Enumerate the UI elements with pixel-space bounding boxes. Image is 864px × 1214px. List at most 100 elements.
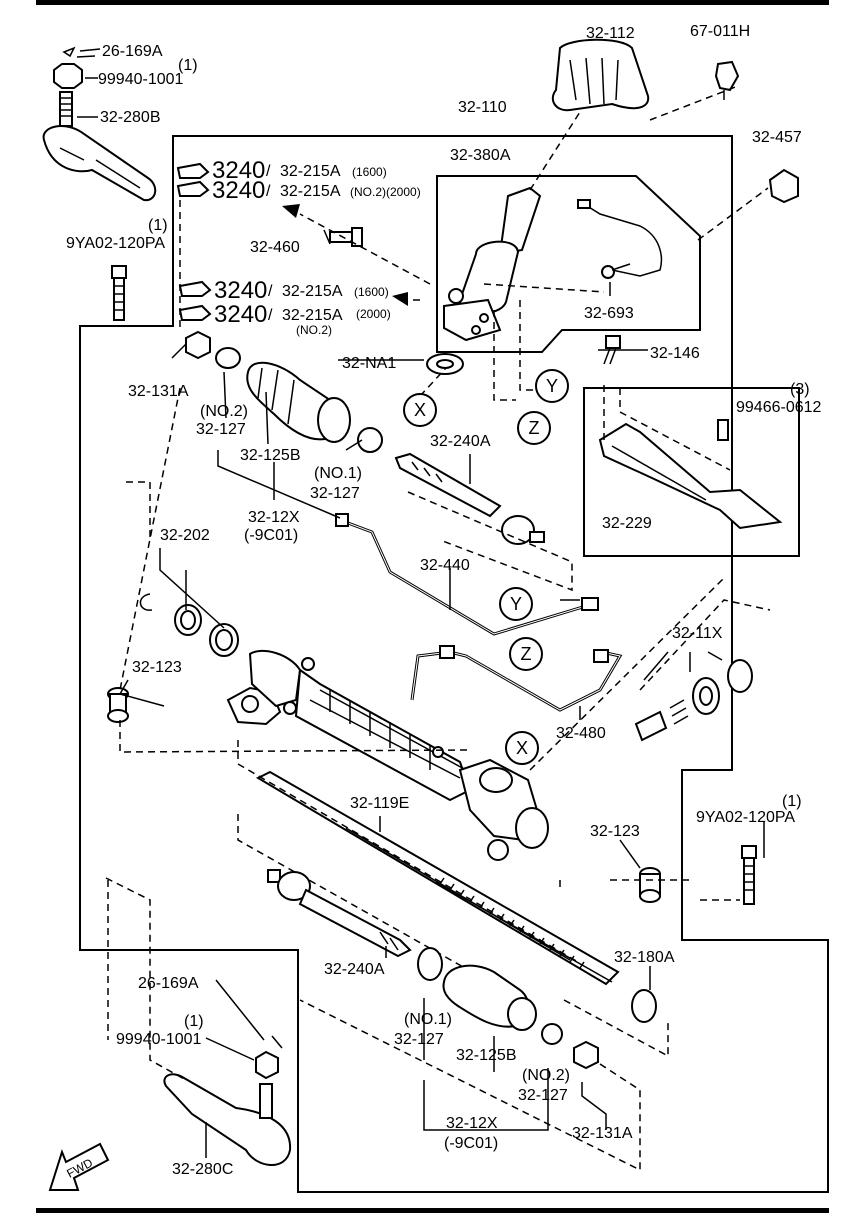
- pipe-fitting: [439, 645, 455, 659]
- callout-x-mid: [505, 731, 539, 765]
- rack-32-119e: [255, 770, 620, 986]
- bracket-32-457: [768, 168, 799, 204]
- label: 32-240A: [324, 961, 385, 978]
- dash-link: [407, 491, 573, 592]
- label: (NO.1): [404, 1011, 452, 1028]
- dash-link: [419, 367, 731, 471]
- label: 32-127: [310, 485, 360, 502]
- label: 32-119E: [350, 795, 409, 812]
- clamp-no2-bot: [541, 1023, 563, 1045]
- label: 32-280B: [100, 109, 161, 126]
- label: (NO.2): [200, 403, 248, 420]
- insulator-frame: [583, 387, 800, 557]
- label: 99940-1001: [116, 1031, 202, 1048]
- bolt-right: [741, 845, 757, 905]
- dash-link: [237, 740, 579, 991]
- pipe-fitting: [593, 649, 609, 663]
- label: 32-229: [602, 515, 652, 532]
- dash-link: [639, 599, 771, 691]
- label: 32-112: [586, 25, 635, 42]
- label: 32-180A: [614, 949, 675, 966]
- label: 9YA02-120PA: [66, 235, 165, 252]
- ref-note: (2000): [356, 307, 391, 321]
- callout-z-top: [517, 411, 551, 445]
- clip-67-011h: [714, 60, 740, 100]
- insulator-32-229: [598, 419, 783, 530]
- assembly-frame: [79, 135, 829, 1193]
- tie-rod-bottom: [267, 869, 412, 958]
- nut-bottom: [573, 1040, 599, 1070]
- label: 32-11X: [672, 625, 723, 642]
- leader: [77, 77, 98, 118]
- bushing-32-202: [139, 593, 239, 657]
- label: 32-123: [590, 823, 640, 840]
- callout-y-mid-label: Y: [510, 594, 522, 614]
- label: 99940-1001: [98, 71, 184, 88]
- label: 32-127: [518, 1087, 568, 1104]
- callout-x-top-label: X: [414, 400, 426, 420]
- bolt-32-460: [323, 227, 363, 247]
- label: 32-693: [584, 305, 634, 322]
- label: 32-480: [556, 725, 606, 742]
- dash-link: [529, 575, 740, 901]
- label: 32-12X: [248, 509, 300, 526]
- control-valve: [443, 186, 663, 342]
- seal-inner: [436, 359, 454, 369]
- label: 32-460: [250, 239, 300, 256]
- callout-x-mid-label: X: [516, 738, 528, 758]
- label: 32-123: [132, 659, 182, 676]
- svg-text:/: /: [268, 283, 273, 300]
- label: (NO.2): [522, 1067, 570, 1084]
- label: 32-440: [420, 557, 470, 574]
- label: 32-110: [458, 99, 507, 116]
- boot-top: [246, 361, 351, 443]
- valve-subframe: [436, 175, 701, 353]
- label: 32-202: [160, 527, 210, 544]
- pipe-fitting: [581, 597, 599, 611]
- label: 9YA02-120PA: [696, 809, 795, 826]
- ref-note-2: (NO.2): [296, 323, 332, 337]
- bush-right: [639, 867, 661, 903]
- label: 32-131A: [128, 383, 189, 400]
- dash-link: [529, 85, 769, 241]
- callout-y-top-label: Y: [546, 376, 558, 396]
- label: 99466-0612: [736, 399, 822, 416]
- bush-left: [107, 687, 129, 723]
- ref-note: (1600): [354, 285, 389, 299]
- label: (NO.1): [314, 465, 362, 482]
- ref-part: 32-215A: [280, 183, 341, 200]
- ref-part: 32-215A: [280, 163, 341, 180]
- leaders: [118, 282, 648, 707]
- tie-rod-top: [394, 452, 545, 545]
- clamp-no1-bot: [417, 947, 443, 981]
- label: 32-240A: [430, 433, 491, 450]
- label: (1): [782, 793, 802, 810]
- ref-note: (1600): [352, 165, 387, 179]
- dash-link: [126, 481, 151, 540]
- clamp-no2-top: [215, 347, 241, 369]
- gear-housing: [226, 649, 549, 861]
- ref-num: 3240: [214, 277, 267, 304]
- callout-x-top: [403, 393, 437, 427]
- label: 32-457: [752, 129, 802, 146]
- ref-num: 3240: [214, 301, 267, 328]
- dash-link: [483, 283, 605, 401]
- bottom-rule: [36, 1208, 829, 1213]
- label: 32-127: [394, 1031, 444, 1048]
- label: 67-011H: [690, 23, 750, 40]
- callout-y-mid: [499, 587, 533, 621]
- arrow-head: [282, 204, 300, 218]
- svg-text:/: /: [266, 163, 271, 180]
- ring-32-180a: [631, 989, 657, 1023]
- label: 32-12X: [446, 1115, 498, 1132]
- nut-top: [185, 330, 211, 360]
- label: (-9C01): [244, 527, 298, 544]
- dash-link: [299, 999, 669, 1172]
- ref-part: 32-215A: [282, 307, 343, 324]
- label: 32-131A: [572, 1125, 633, 1142]
- tie-rod-end-bottom: [163, 1035, 292, 1166]
- arrow-line: [299, 213, 431, 285]
- label: 32-127: [196, 421, 246, 438]
- label: (1): [178, 57, 198, 74]
- label: (3): [790, 381, 810, 398]
